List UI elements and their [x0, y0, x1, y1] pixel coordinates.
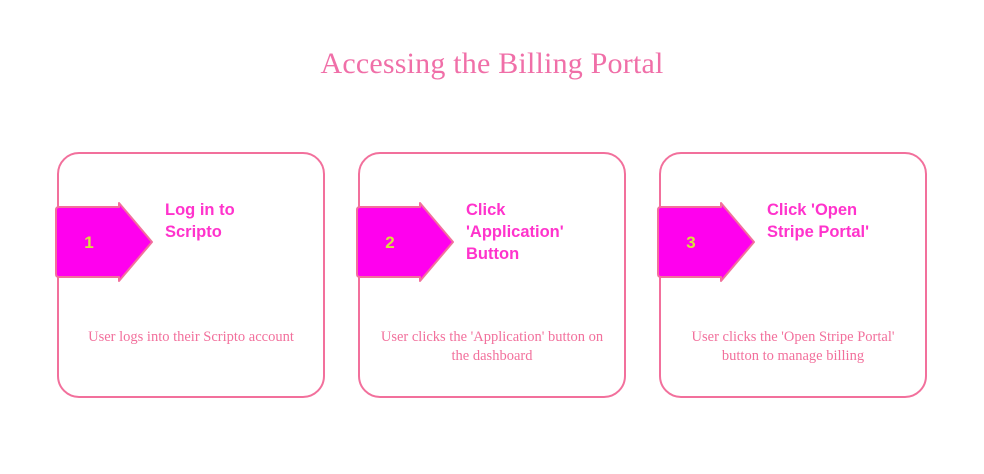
step-description: User logs into their Scripto account: [88, 329, 294, 345]
step-title: Click 'Application' Button: [466, 201, 564, 263]
step-number: 3: [686, 232, 696, 252]
page-title: Accessing the Billing Portal: [320, 47, 664, 80]
step-title: Log in to Scripto: [165, 201, 235, 241]
steps-row: 1 Log in to Scripto User logs into their…: [55, 152, 927, 398]
step-card[interactable]: 3 Click 'Open Stripe Portal' User clicks…: [657, 152, 927, 398]
step-card[interactable]: 1 Log in to Scripto User logs into their…: [55, 152, 325, 398]
step-description: User clicks the 'Open Stripe Portal' but…: [691, 329, 895, 365]
right-arrow-icon: 3: [655, 202, 755, 282]
right-arrow-icon: 1: [53, 202, 153, 282]
step-description: User clicks the 'Application' button on …: [380, 329, 604, 365]
step-title: Click 'Open Stripe Portal': [767, 201, 870, 241]
step-number: 1: [84, 232, 94, 252]
step-number: 2: [385, 232, 395, 252]
step-card[interactable]: 2 Click 'Application' Button User clicks…: [356, 152, 626, 398]
right-arrow-icon: 2: [354, 202, 454, 282]
